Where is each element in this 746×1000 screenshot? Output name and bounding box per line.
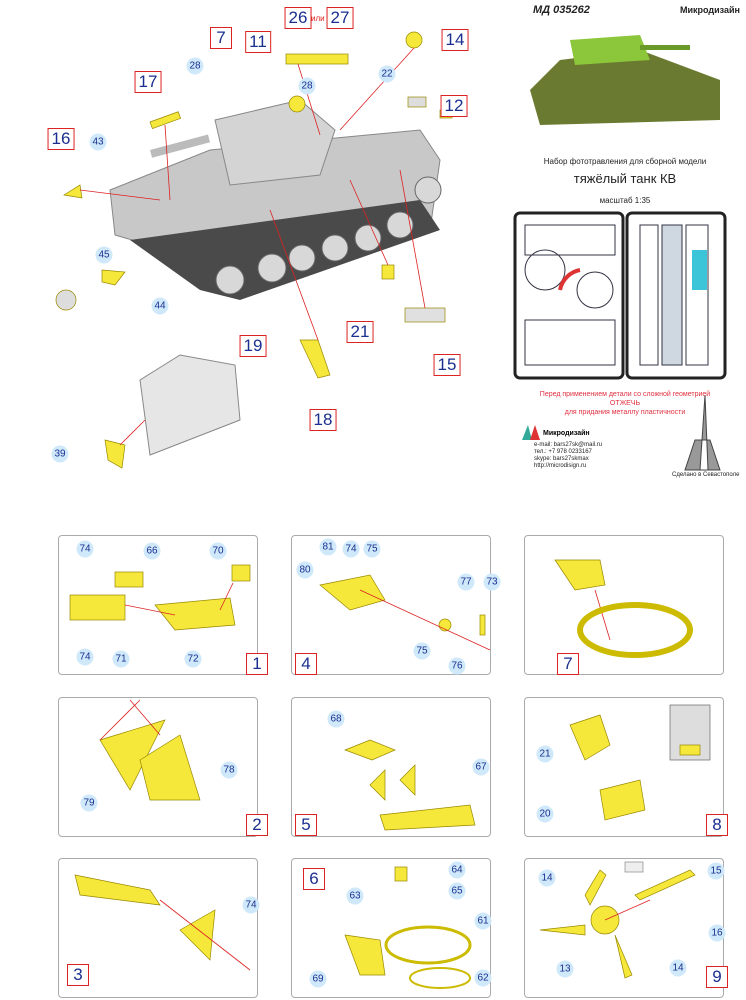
part-callout: 74: [242, 896, 260, 914]
part-label: 15: [433, 354, 461, 376]
part-label: 7: [210, 27, 232, 49]
step-panel-7: [524, 535, 724, 675]
step-number: 7: [557, 653, 579, 675]
part-callout: 81: [319, 538, 337, 556]
step-number: 1: [246, 653, 268, 675]
part-callout: 68: [327, 710, 345, 728]
part-callout: 74: [342, 540, 360, 558]
part-callout: 43: [89, 133, 107, 151]
contacts-brand: Микродизайн: [543, 430, 590, 437]
part-label: 21: [346, 321, 374, 343]
brand-logo: Микродизайн: [680, 5, 740, 15]
part-callout: 20: [536, 805, 554, 823]
part-callout: 22: [378, 65, 396, 83]
warning-line: ОТЖЕЧЬ: [609, 400, 641, 407]
made-in: Сделано в Севастополе: [672, 472, 740, 478]
part-callout: 75: [413, 642, 431, 660]
part-callout: 45: [95, 246, 113, 264]
part-label: 16: [47, 128, 75, 150]
contacts: e-mail: bars27sk@mail.ru тел.: +7 978 02…: [534, 442, 602, 470]
part-callout: 39: [51, 445, 69, 463]
step-panel-8: [524, 697, 724, 837]
step-number: 6: [303, 868, 325, 890]
part-callout: 76: [448, 657, 466, 675]
part-callout: 16: [708, 924, 726, 942]
step-panel-3: [58, 858, 258, 998]
part-callout: 74: [76, 648, 94, 666]
product-subtitle: Набор фототравления для сборной модели: [543, 157, 707, 166]
part-label: 26: [284, 7, 312, 29]
part-callout: 14: [669, 959, 687, 977]
part-callout: 13: [556, 960, 574, 978]
warning-text: Перед применением детали со сложной геом…: [505, 390, 745, 417]
part-callout: 74: [76, 540, 94, 558]
part-callout: 28: [298, 77, 316, 95]
part-label: 11: [245, 31, 271, 53]
part-callout: 66: [143, 542, 161, 560]
product-title: тяжёлый танк КВ: [573, 171, 677, 186]
step-panel-5: [291, 697, 491, 837]
warning-line: Перед применением детали со сложной геом…: [539, 391, 711, 398]
part-callout: 75: [363, 540, 381, 558]
step-panel-1: [58, 535, 258, 675]
part-callout: 70: [209, 542, 227, 560]
step-number: 2: [246, 814, 268, 836]
part-callout: 78: [220, 761, 238, 779]
step-panel-6: [291, 858, 491, 998]
phone: тел.: +7 978 0233167: [534, 449, 592, 455]
part-label: 19: [239, 335, 267, 357]
step-number: 3: [67, 964, 89, 986]
part-label: 18: [309, 409, 337, 431]
part-label: 27: [326, 7, 354, 29]
website: http://microdisign.ru: [534, 463, 587, 469]
email: e-mail: bars27sk@mail.ru: [534, 442, 603, 448]
warning-line: для придания металлу пластичности: [564, 409, 686, 416]
part-callout: 71: [112, 650, 130, 668]
part-callout: 73: [483, 573, 501, 591]
part-callout: 63: [346, 887, 364, 905]
step-panel-2: [58, 697, 258, 837]
part-callout: 80: [296, 561, 314, 579]
part-callout: 67: [472, 758, 490, 776]
part-callout: 61: [474, 912, 492, 930]
part-label: 14: [441, 29, 469, 51]
part-callout: 21: [536, 745, 554, 763]
part-callout: 28: [186, 57, 204, 75]
part-callout: 62: [474, 969, 492, 987]
part-callout: 44: [151, 297, 169, 315]
step-number: 4: [295, 653, 317, 675]
step-number: 8: [706, 814, 728, 836]
part-callout: 14: [538, 869, 556, 887]
part-callout: 77: [457, 573, 475, 591]
step-panel-4: [291, 535, 491, 675]
product-scale: масштаб 1:35: [599, 196, 651, 205]
step-number: 5: [295, 814, 317, 836]
part-label: 12: [440, 95, 468, 117]
part-callout: 64: [448, 861, 466, 879]
part-callout: 72: [184, 650, 202, 668]
part-callout: 15: [707, 862, 725, 880]
part-label: 17: [134, 71, 162, 93]
step-number: 9: [706, 966, 728, 988]
product-code: МД 035262: [533, 4, 590, 16]
part-callout: 65: [448, 882, 466, 900]
leader-lines-main: [79, 47, 426, 446]
part-callout: 79: [80, 794, 98, 812]
parts-main: [55, 31, 453, 469]
part-callout: 69: [309, 970, 327, 988]
or-label: или: [311, 14, 325, 23]
skype: skype: bars27skmax: [534, 456, 589, 462]
parts-panels: [69, 559, 711, 989]
